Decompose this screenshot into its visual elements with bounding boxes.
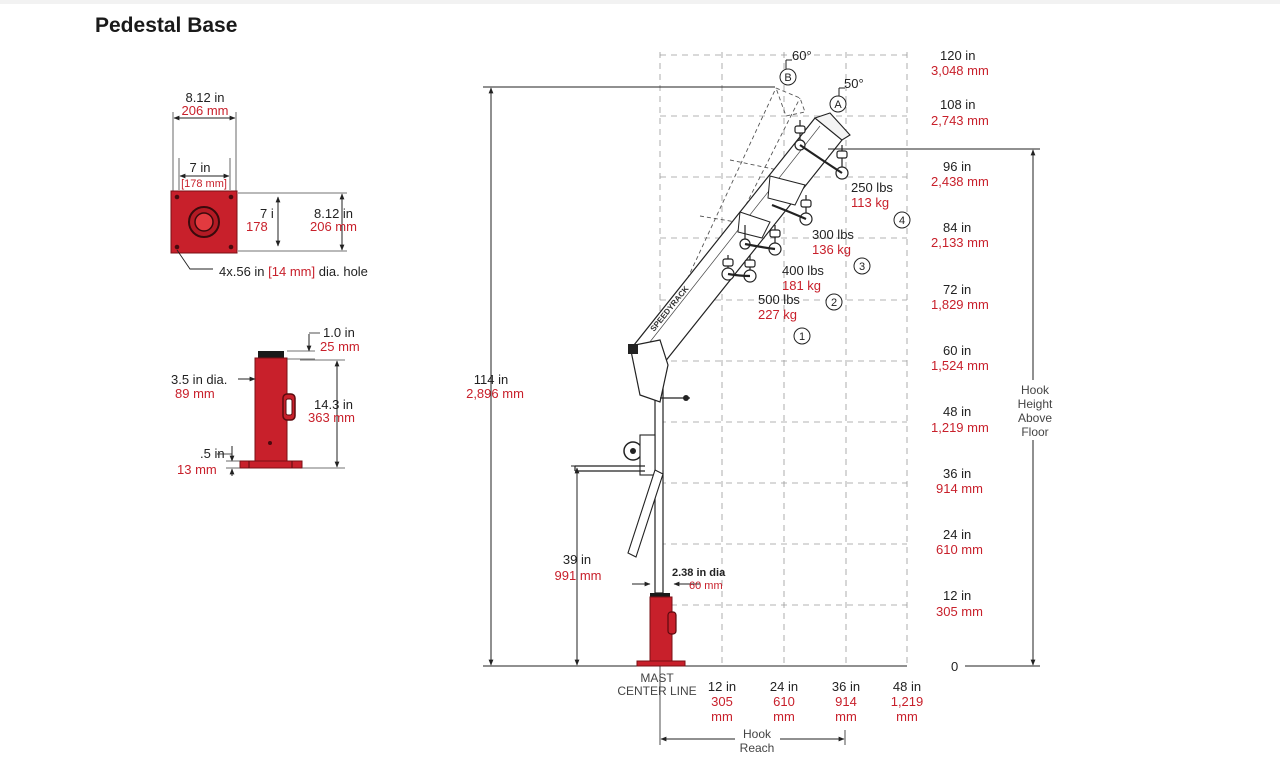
position-b-marker (779, 68, 797, 86)
svg-text:2: 2 (831, 297, 837, 309)
height-scale: 120 in 3,048 mm 108 in 2,743 mm 96 in 2,… (828, 48, 1056, 674)
reach-label-48: 48 in (893, 679, 921, 694)
height-label-24: 24 in (943, 527, 971, 542)
height-label-96-mm: 2,438 mm (931, 174, 989, 189)
load-2-lbs: 400 lbs (782, 263, 824, 278)
height-label-12-mm: 305 mm (936, 604, 983, 619)
reach-label-48-unit: mm (896, 709, 918, 724)
load-3-kg: 136 kg (812, 242, 851, 257)
mast-label-2: CENTER LINE (617, 684, 696, 698)
height-label-84-mm: 2,133 mm (931, 235, 989, 250)
height-label-72: 72 in (943, 282, 971, 297)
svg-text:3: 3 (859, 261, 865, 273)
hook-height-label-3: Above (1018, 411, 1052, 425)
top-inner-in: 7 in (190, 160, 211, 175)
reach-label-36: 36 in (832, 679, 860, 694)
position-a-marker (829, 95, 847, 113)
load-4-lbs: 250 lbs (851, 180, 893, 195)
top-height-small-in: 7 i (260, 206, 274, 221)
side-dia-in: 3.5 in dia. (171, 372, 227, 387)
side-plate-mm: 13 mm (177, 462, 217, 477)
load-3-marker (853, 257, 871, 275)
height-label-12: 12 in (943, 588, 971, 603)
top-height-small-mm: 178 (246, 219, 268, 234)
hole-spec: 4x.56 in [14 mm] dia. hole (219, 264, 368, 279)
height-label-48: 48 in (943, 404, 971, 419)
hook-height-label-4: Floor (1021, 425, 1048, 439)
height-label-108-mm: 2,743 mm (931, 113, 989, 128)
reach-label-24: 24 in (770, 679, 798, 694)
reach-label-12-mm: 305 (711, 694, 733, 709)
page-title: Pedestal Base (95, 14, 238, 37)
height-label-120: 120 in (940, 48, 975, 63)
side-cap-in: 1.0 in (323, 325, 355, 340)
reach-label-48-mm: 1,219 (891, 694, 924, 709)
height-label-60-mm: 1,524 mm (931, 358, 989, 373)
height-label-60: 60 in (943, 343, 971, 358)
mast-dia-mm: 60 mm (689, 580, 723, 592)
overall-height-in: 114 in (474, 372, 508, 387)
angle-b: 60° (792, 48, 812, 63)
top-inner-mm: [178 mm] (181, 178, 227, 190)
load-3-lbs: 300 lbs (812, 227, 854, 242)
height-label-48-mm: 1,219 mm (931, 420, 989, 435)
reach-label-36-mm: 914 (835, 694, 857, 709)
side-height-in: 14.3 in (314, 397, 353, 412)
svg-text:4: 4 (899, 215, 905, 227)
load-4-kg: 113 kg (851, 195, 889, 210)
load-2-marker (825, 293, 843, 311)
reach-label-12-unit: mm (711, 709, 733, 724)
height-label-96: 96 in (943, 159, 971, 174)
hook-height-label-2: Height (1018, 397, 1053, 411)
load-4-marker (893, 211, 911, 229)
height-label-0: 0 (951, 659, 958, 674)
reach-height-grid (659, 52, 908, 666)
height-label-108: 108 in (940, 97, 975, 112)
side-height-mm: 363 mm (308, 410, 355, 425)
hook-reach-label-1: Hook (743, 727, 772, 741)
overall-height-mm: 2,896 mm (466, 386, 524, 401)
hook-reach-label-2: Reach (740, 741, 775, 755)
mount-height-in: 39 in (563, 552, 591, 567)
top-width-mm: 206 mm (182, 103, 229, 118)
top-bar (0, 0, 1280, 4)
top-width-in: 8.12 in (185, 90, 224, 105)
svg-text:1: 1 (799, 331, 805, 343)
load-2-kg: 181 kg (782, 278, 821, 293)
load-1-marker (793, 327, 811, 345)
side-view: 1.0 in 25 mm 3.5 in dia. 89 mm 14.3 in 3… (171, 325, 360, 477)
svg-text:B: B (784, 72, 791, 84)
angle-a: 50° (844, 76, 864, 91)
height-label-72-mm: 1,829 mm (931, 297, 989, 312)
reach-label-36-unit: mm (835, 709, 857, 724)
svg-text:A: A (834, 99, 842, 111)
reach-label-24-mm: 610 (773, 694, 795, 709)
reach-scale: 12 in 305 mm 24 in 610 mm 36 in 914 mm 4… (660, 679, 924, 757)
load-1-kg: 227 kg (758, 307, 797, 322)
top-height-in: 8.12 in (314, 206, 353, 221)
height-label-24-mm: 610 mm (936, 542, 983, 557)
mount-height-mm: 991 mm (555, 568, 602, 583)
height-label-36: 36 in (943, 466, 971, 481)
height-label-84: 84 in (943, 220, 971, 235)
height-label-120-mm: 3,048 mm (931, 63, 989, 78)
side-dia-mm: 89 mm (175, 386, 215, 401)
top-height-mm: 206 mm (310, 219, 357, 234)
crane-drawing: SPEEDYRACK (574, 87, 851, 745)
reach-label-12: 12 in (708, 679, 736, 694)
reach-label-24-unit: mm (773, 709, 795, 724)
mast-label-1: MAST (640, 671, 674, 685)
mast-dia-in: 2.38 in dia (672, 567, 726, 579)
hook-height-label-1: Hook (1021, 383, 1050, 397)
height-label-36-mm: 914 mm (936, 481, 983, 496)
side-plate-in: .5 in (200, 446, 225, 461)
side-cap-mm: 25 mm (320, 339, 360, 354)
crane-dimensions: 114 in 2,896 mm 39 in 991 mm 2.38 in dia… (466, 48, 911, 698)
load-1-lbs: 500 lbs (758, 292, 800, 307)
top-view: 8.12 in 206 mm 7 in [178 mm] 7 i 178 8.1… (170, 90, 368, 279)
